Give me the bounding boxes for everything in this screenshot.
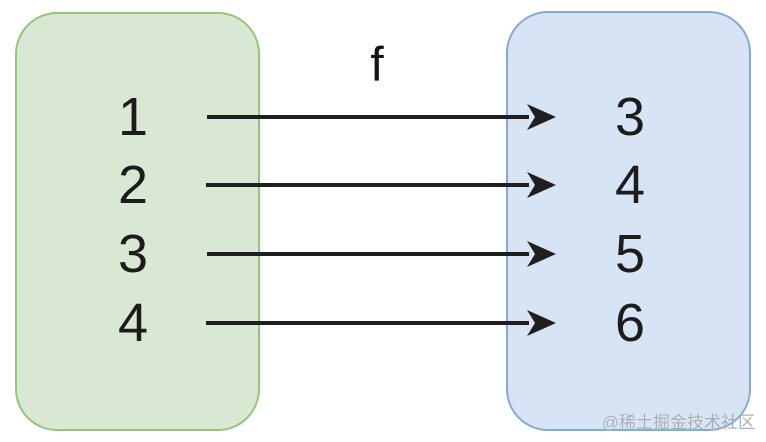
codomain-value-2: 4 — [614, 155, 646, 215]
domain-set-box — [15, 12, 260, 431]
codomain-value-3: 5 — [614, 224, 646, 284]
domain-value-2: 2 — [117, 155, 149, 215]
codomain-value-4: 6 — [614, 293, 646, 353]
watermark: @稀土掘金技术社区 — [601, 413, 755, 432]
codomain-value-1: 3 — [614, 87, 646, 147]
function-label: f — [370, 38, 384, 92]
domain-value-3: 3 — [117, 224, 149, 284]
domain-value-1: 1 — [117, 87, 149, 147]
domain-value-4: 4 — [117, 293, 149, 353]
codomain-set-box — [506, 11, 751, 431]
